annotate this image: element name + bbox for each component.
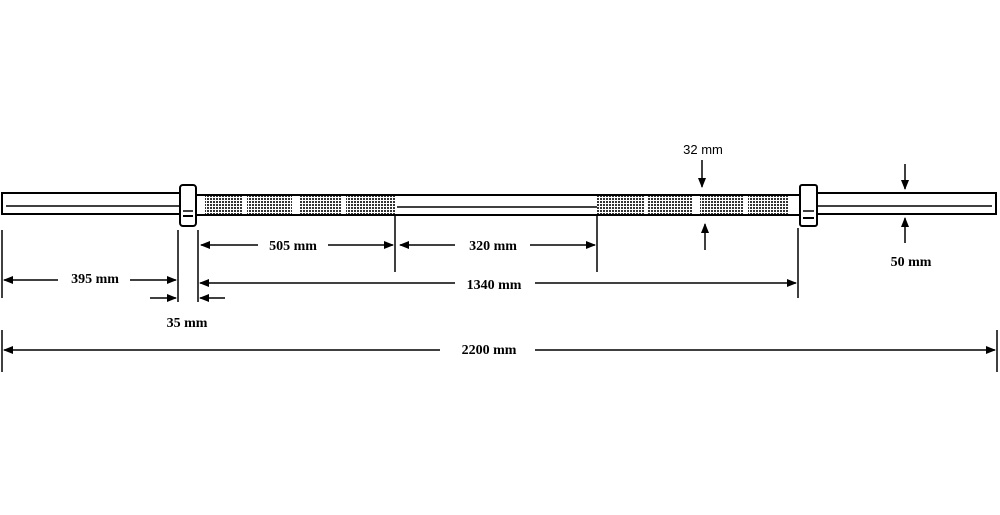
barbell bbox=[1, 184, 997, 227]
right-collar bbox=[799, 184, 818, 227]
dimension-label-320: 320 mm bbox=[469, 239, 517, 254]
extension-lines bbox=[1, 216, 998, 372]
dimension-label-50: 50 mm bbox=[891, 255, 932, 270]
dimension-arrows bbox=[3, 160, 996, 354]
left-collar bbox=[179, 184, 197, 227]
dimension-label-32: 32 mm bbox=[683, 142, 723, 157]
right-sleeve bbox=[814, 192, 997, 215]
dimension-label-35: 35 mm bbox=[167, 316, 208, 331]
dimension-label-2200: 2200 mm bbox=[462, 343, 517, 358]
left-knurling bbox=[205, 196, 395, 214]
dimension-label-395: 395 mm bbox=[71, 272, 119, 287]
left-sleeve bbox=[1, 192, 183, 215]
right-knurling bbox=[597, 196, 789, 214]
dimension-label-1340: 1340 mm bbox=[467, 278, 522, 293]
dimension-label-505: 505 mm bbox=[269, 239, 317, 254]
